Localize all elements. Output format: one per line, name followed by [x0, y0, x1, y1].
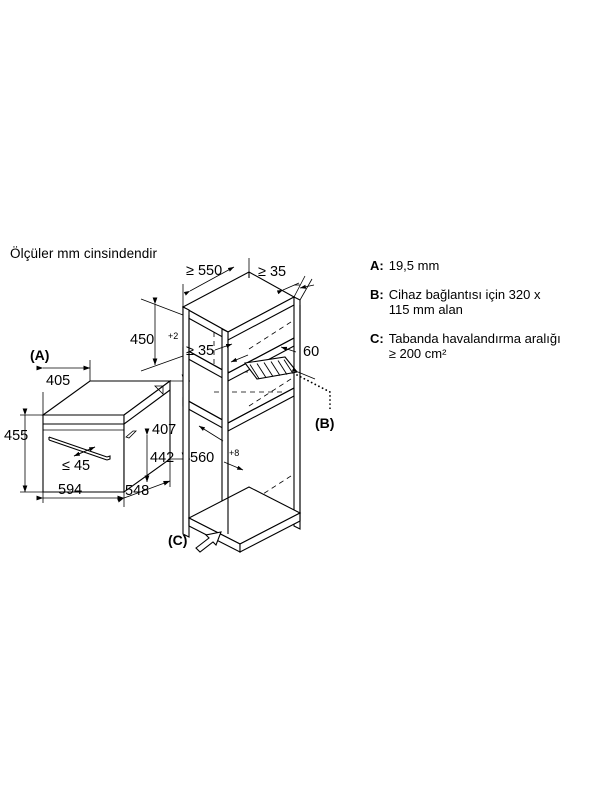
- cabinet-shelf-lower-edge: [182, 397, 229, 432]
- dim-door-gap-label: ≤ 45: [62, 458, 90, 474]
- legend-value-b: Cihaz bağlantısı için 320 x 115 mm alan: [388, 286, 541, 318]
- dim-side-gap-mid-label: ≥ 35: [186, 343, 214, 359]
- outlet-leader-line: [296, 374, 331, 413]
- appliance-door-handle: [48, 436, 111, 461]
- legend-value-a: 19,5 mm: [388, 258, 440, 273]
- dim-594-label: 594: [58, 482, 82, 498]
- dim-442: 442: [144, 428, 174, 483]
- dim-455-label: 455: [4, 428, 28, 444]
- cabinet-shelf-lower-edge-right: [227, 387, 295, 432]
- appliance-panel-divider-side: [123, 389, 171, 425]
- marker-c-label: (C): [168, 532, 187, 548]
- marker-a-label: (A): [30, 347, 49, 363]
- dim-442-label: 442: [150, 450, 174, 466]
- legend-key-b: B:: [370, 286, 384, 302]
- legend-list: A: 19,5 mm B: Cihaz bağlantısı için 320 …: [370, 258, 590, 375]
- dim-depth-min-label: ≥ 550: [186, 263, 222, 279]
- dim-405-label: 405: [46, 373, 70, 389]
- legend-key-c: C:: [370, 330, 384, 346]
- dim-407-label: 407: [152, 422, 176, 438]
- dim-niche-upper: 450 +2: [130, 297, 184, 372]
- dim-side-gap-mid: ≥ 35: [186, 343, 249, 363]
- dim-548: 548: [117, 459, 171, 503]
- legend-item-b: B: Cihaz bağlantısı için 320 x 115 mm al…: [370, 287, 590, 318]
- cabinet-niche-drawing: (B) ≥ 550 ≥ 35 ≥ 35: [130, 258, 334, 553]
- dim-405: 405: [36, 360, 91, 415]
- marker-b-label: (B): [315, 415, 334, 431]
- dim-side-gap-top-label: ≥ 35: [258, 264, 286, 280]
- legend-key-a: A:: [370, 258, 384, 273]
- dim-outlet-offset-label: 60: [303, 344, 319, 360]
- dim-niche-lower: 560 +8: [190, 425, 244, 471]
- appliance-oven-drawing: 405 455 442 407: [4, 347, 190, 507]
- legend-item-c: C: Tabanda havalandırma aralığı ≥ 200 cm…: [370, 331, 590, 362]
- dim-niche-upper-label: 450: [130, 332, 154, 348]
- cabinet-vent-arrow: [195, 531, 222, 553]
- appliance-side-latch: [125, 430, 137, 439]
- dim-side-gap-top: ≥ 35: [258, 264, 315, 301]
- legend-value-c: Tabanda havalandırma aralığı ≥ 200 cm²: [388, 330, 561, 362]
- legend-item-a: A: 19,5 mm: [370, 258, 590, 274]
- dim-door-gap: ≤ 45: [62, 446, 96, 474]
- dim-outlet-offset: 60: [280, 344, 319, 380]
- dim-niche-upper-tol: +2: [168, 331, 178, 341]
- cabinet-left-post: [182, 306, 190, 538]
- cabinet-right-post: [293, 296, 301, 530]
- units-note: Ölçüler mm cinsindendir: [10, 246, 158, 261]
- dim-455: 455: [4, 408, 43, 493]
- dim-depth-min: ≥ 550: [182, 258, 250, 307]
- cabinet-floor-face: [187, 486, 302, 545]
- appliance-front-face: [42, 414, 125, 493]
- dim-niche-lower-tol: +8: [229, 448, 239, 458]
- cabinet-outlet-recess: [244, 356, 299, 380]
- dim-niche-lower-label: 560: [190, 450, 214, 466]
- appliance-corner-notch: [154, 385, 164, 395]
- dim-548-label: 548: [125, 483, 149, 499]
